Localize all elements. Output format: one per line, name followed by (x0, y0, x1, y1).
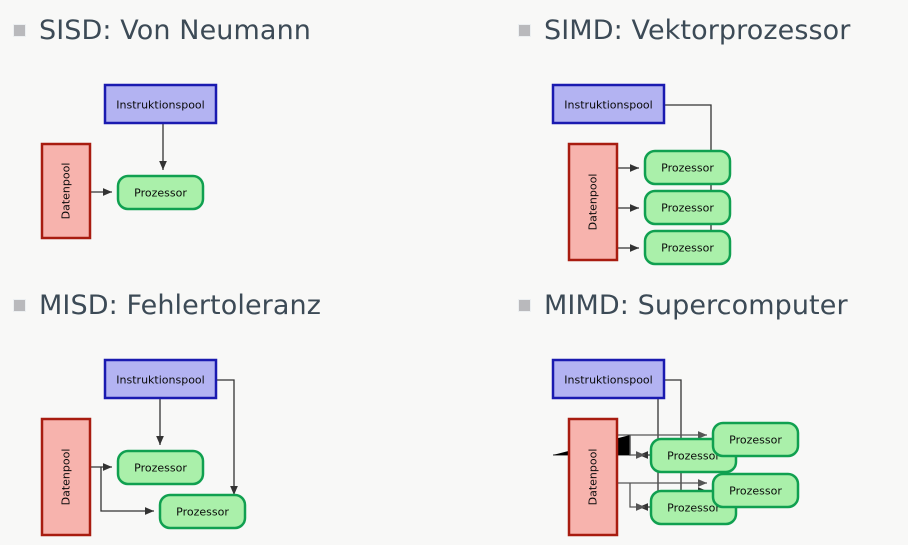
instruction-pool-label: Instruktionspool (564, 99, 652, 112)
data-pool-label: Datenpool (587, 449, 600, 506)
diagram-sisd: Instruktionspool Datenpool Prozessor (30, 70, 260, 265)
data-pool-box: Datenpool (567, 142, 619, 262)
data-pool-box: Datenpool (40, 417, 92, 537)
arrow-data-to-left-processor-2 (629, 483, 645, 511)
data-pool-label: Datenpool (587, 174, 600, 231)
instruction-pool-label: Instruktionspool (116, 99, 204, 112)
diagram-simd: Instruktionspool Datenpool Prozessor Pro… (529, 70, 779, 280)
processor-box: Prozessor (116, 174, 205, 211)
processor-label: Prozessor (661, 162, 714, 175)
arrow-data-to-left-processor-1 (629, 435, 645, 459)
instruction-pool-box: Instruktionspool (103, 358, 218, 400)
instruction-pool-box: Instruktionspool (551, 83, 666, 125)
processor-label: Prozessor (729, 485, 782, 498)
quadrant-misd: MISD: Fehlertoleranz Inst (0, 280, 454, 541)
square-bullet-icon (13, 299, 26, 312)
heading-mimd-text: MIMD: Supercomputer (544, 290, 848, 321)
data-pool-label: Datenpool (60, 449, 73, 506)
diagram-mimd: Instruktionspool Datenpool Prozessor (529, 345, 819, 545)
instruction-pool-box: Instruktionspool (103, 83, 218, 125)
processor-label: Prozessor (176, 506, 229, 519)
heading-mimd: MIMD: Supercomputer (518, 292, 848, 319)
diagram-misd: Instruktionspool Datenpool Prozessor Pro… (30, 345, 290, 545)
processor-label: Prozessor (134, 187, 187, 200)
arrow-data-to-processor-2 (100, 467, 154, 515)
quadrant-simd: SIMD: Vektorprozessor Ins (454, 0, 908, 280)
heading-sisd-text: SISD: Von Neumann (39, 15, 311, 46)
data-pool-box: Datenpool (567, 417, 619, 537)
processor-label: Prozessor (134, 462, 187, 475)
processor-label: Prozessor (667, 502, 720, 515)
processor-box: Prozessor (643, 189, 732, 226)
processor-label: Prozessor (667, 450, 720, 463)
heading-sisd: SISD: Von Neumann (13, 17, 311, 44)
processor-label: Prozessor (661, 242, 714, 255)
processor-box: Prozessor (711, 472, 800, 509)
processor-box: Prozessor (158, 493, 247, 530)
processor-box: Prozessor (711, 421, 800, 458)
processor-label: Prozessor (729, 434, 782, 447)
heading-misd-text: MISD: Fehlertoleranz (39, 290, 322, 321)
processor-box: Prozessor (643, 149, 732, 186)
instruction-pool-label: Instruktionspool (116, 374, 204, 387)
square-bullet-icon (518, 299, 531, 312)
processor-label: Prozessor (661, 202, 714, 215)
heading-misd: MISD: Fehlertoleranz (13, 292, 321, 319)
arrow-instruction-to-processor-2 (216, 379, 238, 495)
arrow-instruction-to-right-processor-1 (664, 379, 707, 447)
processor-box: Prozessor (116, 449, 205, 486)
square-bullet-icon (13, 24, 26, 37)
data-pool-box: Datenpool (40, 142, 92, 240)
instruction-pool-label: Instruktionspool (564, 374, 652, 387)
data-pool-label: Datenpool (60, 163, 73, 220)
instruction-pool-box: Instruktionspool (551, 358, 666, 400)
heading-simd: SIMD: Vektorprozessor (518, 17, 851, 44)
heading-simd-text: SIMD: Vektorprozessor (544, 15, 851, 46)
square-bullet-icon (518, 24, 531, 37)
quadrant-sisd: SISD: Von Neumann Instruktionspool (0, 0, 454, 280)
quadrant-mimd: MIMD: Supercomputer (454, 280, 908, 541)
processor-box: Prozessor (643, 229, 732, 266)
